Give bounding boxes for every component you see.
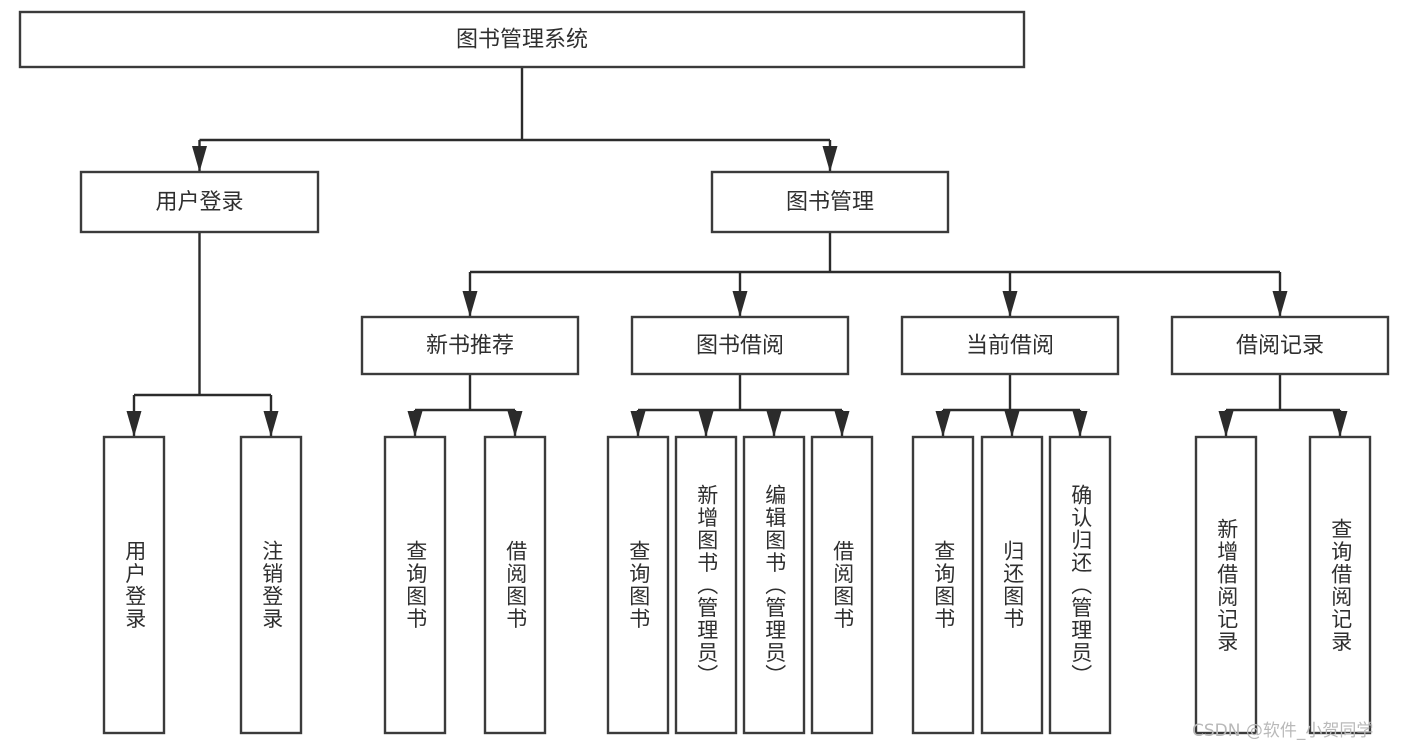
node-box-new-book-recommend[interactable] bbox=[360, 315, 580, 376]
arrow-head-icon bbox=[698, 411, 714, 437]
arrow-head-icon bbox=[1004, 411, 1020, 437]
node-box-leaf-edit-book-admin[interactable] bbox=[742, 435, 806, 735]
node-label-current-borrow: 当前借阅 bbox=[966, 334, 1054, 359]
node-label-root: 图书管理系统 bbox=[456, 28, 588, 53]
node-label-borrow-record: 借阅记录 bbox=[1236, 334, 1324, 359]
arrow-head-icon bbox=[935, 411, 951, 437]
arrow-head-icon bbox=[407, 411, 423, 437]
node-box-leaf-query-book-rec[interactable] bbox=[383, 435, 447, 735]
arrow-head-icon bbox=[822, 146, 838, 172]
arrow-head-icon bbox=[462, 291, 478, 317]
arrow-head-icon bbox=[126, 411, 142, 437]
arrow-head-icon bbox=[834, 411, 850, 437]
node-box-leaf-add-book-admin[interactable] bbox=[674, 435, 738, 735]
arrow-head-icon bbox=[1218, 411, 1234, 437]
arrow-head-icon bbox=[1272, 291, 1288, 317]
node-box-user-login[interactable] bbox=[79, 170, 320, 234]
node-label-new-book-recommend: 新书推荐 bbox=[426, 334, 514, 359]
arrow-head-icon bbox=[1332, 411, 1348, 437]
arrow-head-icon bbox=[732, 291, 748, 317]
node-box-leaf-add-borrow-record[interactable] bbox=[1194, 435, 1258, 735]
node-label-user-login: 用户登录 bbox=[155, 190, 243, 215]
node-box-leaf-query-borrow-record[interactable] bbox=[1308, 435, 1372, 735]
node-box-leaf-return-book[interactable] bbox=[980, 435, 1044, 735]
arrow-head-icon bbox=[766, 411, 782, 437]
node-box-leaf-borrow-book[interactable] bbox=[810, 435, 874, 735]
node-box-leaf-user-login[interactable] bbox=[102, 435, 166, 735]
arrow-head-icon bbox=[263, 411, 279, 437]
node-box-leaf-borrow-book-rec[interactable] bbox=[483, 435, 547, 735]
arrow-head-icon bbox=[1072, 411, 1088, 437]
node-box-leaf-confirm-return-admin[interactable] bbox=[1048, 435, 1112, 735]
node-label-book-management: 图书管理 bbox=[786, 190, 874, 215]
node-box-leaf-query-book-borrow[interactable] bbox=[606, 435, 670, 735]
arrow-head-icon bbox=[507, 411, 523, 437]
node-box-book-management[interactable] bbox=[710, 170, 950, 234]
node-box-current-borrow[interactable] bbox=[900, 315, 1120, 376]
arrow-head-icon bbox=[630, 411, 646, 437]
edges-layer bbox=[126, 67, 1348, 437]
node-box-leaf-query-book-cur[interactable] bbox=[911, 435, 975, 735]
node-box-borrow-record[interactable] bbox=[1170, 315, 1390, 376]
arrow-head-icon bbox=[1002, 291, 1018, 317]
node-box-book-borrow[interactable] bbox=[630, 315, 850, 376]
arrow-head-icon bbox=[192, 146, 207, 172]
node-box-root[interactable] bbox=[18, 10, 1026, 69]
node-label-book-borrow: 图书借阅 bbox=[696, 334, 784, 359]
boxes-layer bbox=[18, 10, 1390, 735]
csdn-watermark: CSDN @软件_小贺同学 bbox=[1192, 721, 1374, 741]
node-box-leaf-logout-login[interactable] bbox=[239, 435, 303, 735]
